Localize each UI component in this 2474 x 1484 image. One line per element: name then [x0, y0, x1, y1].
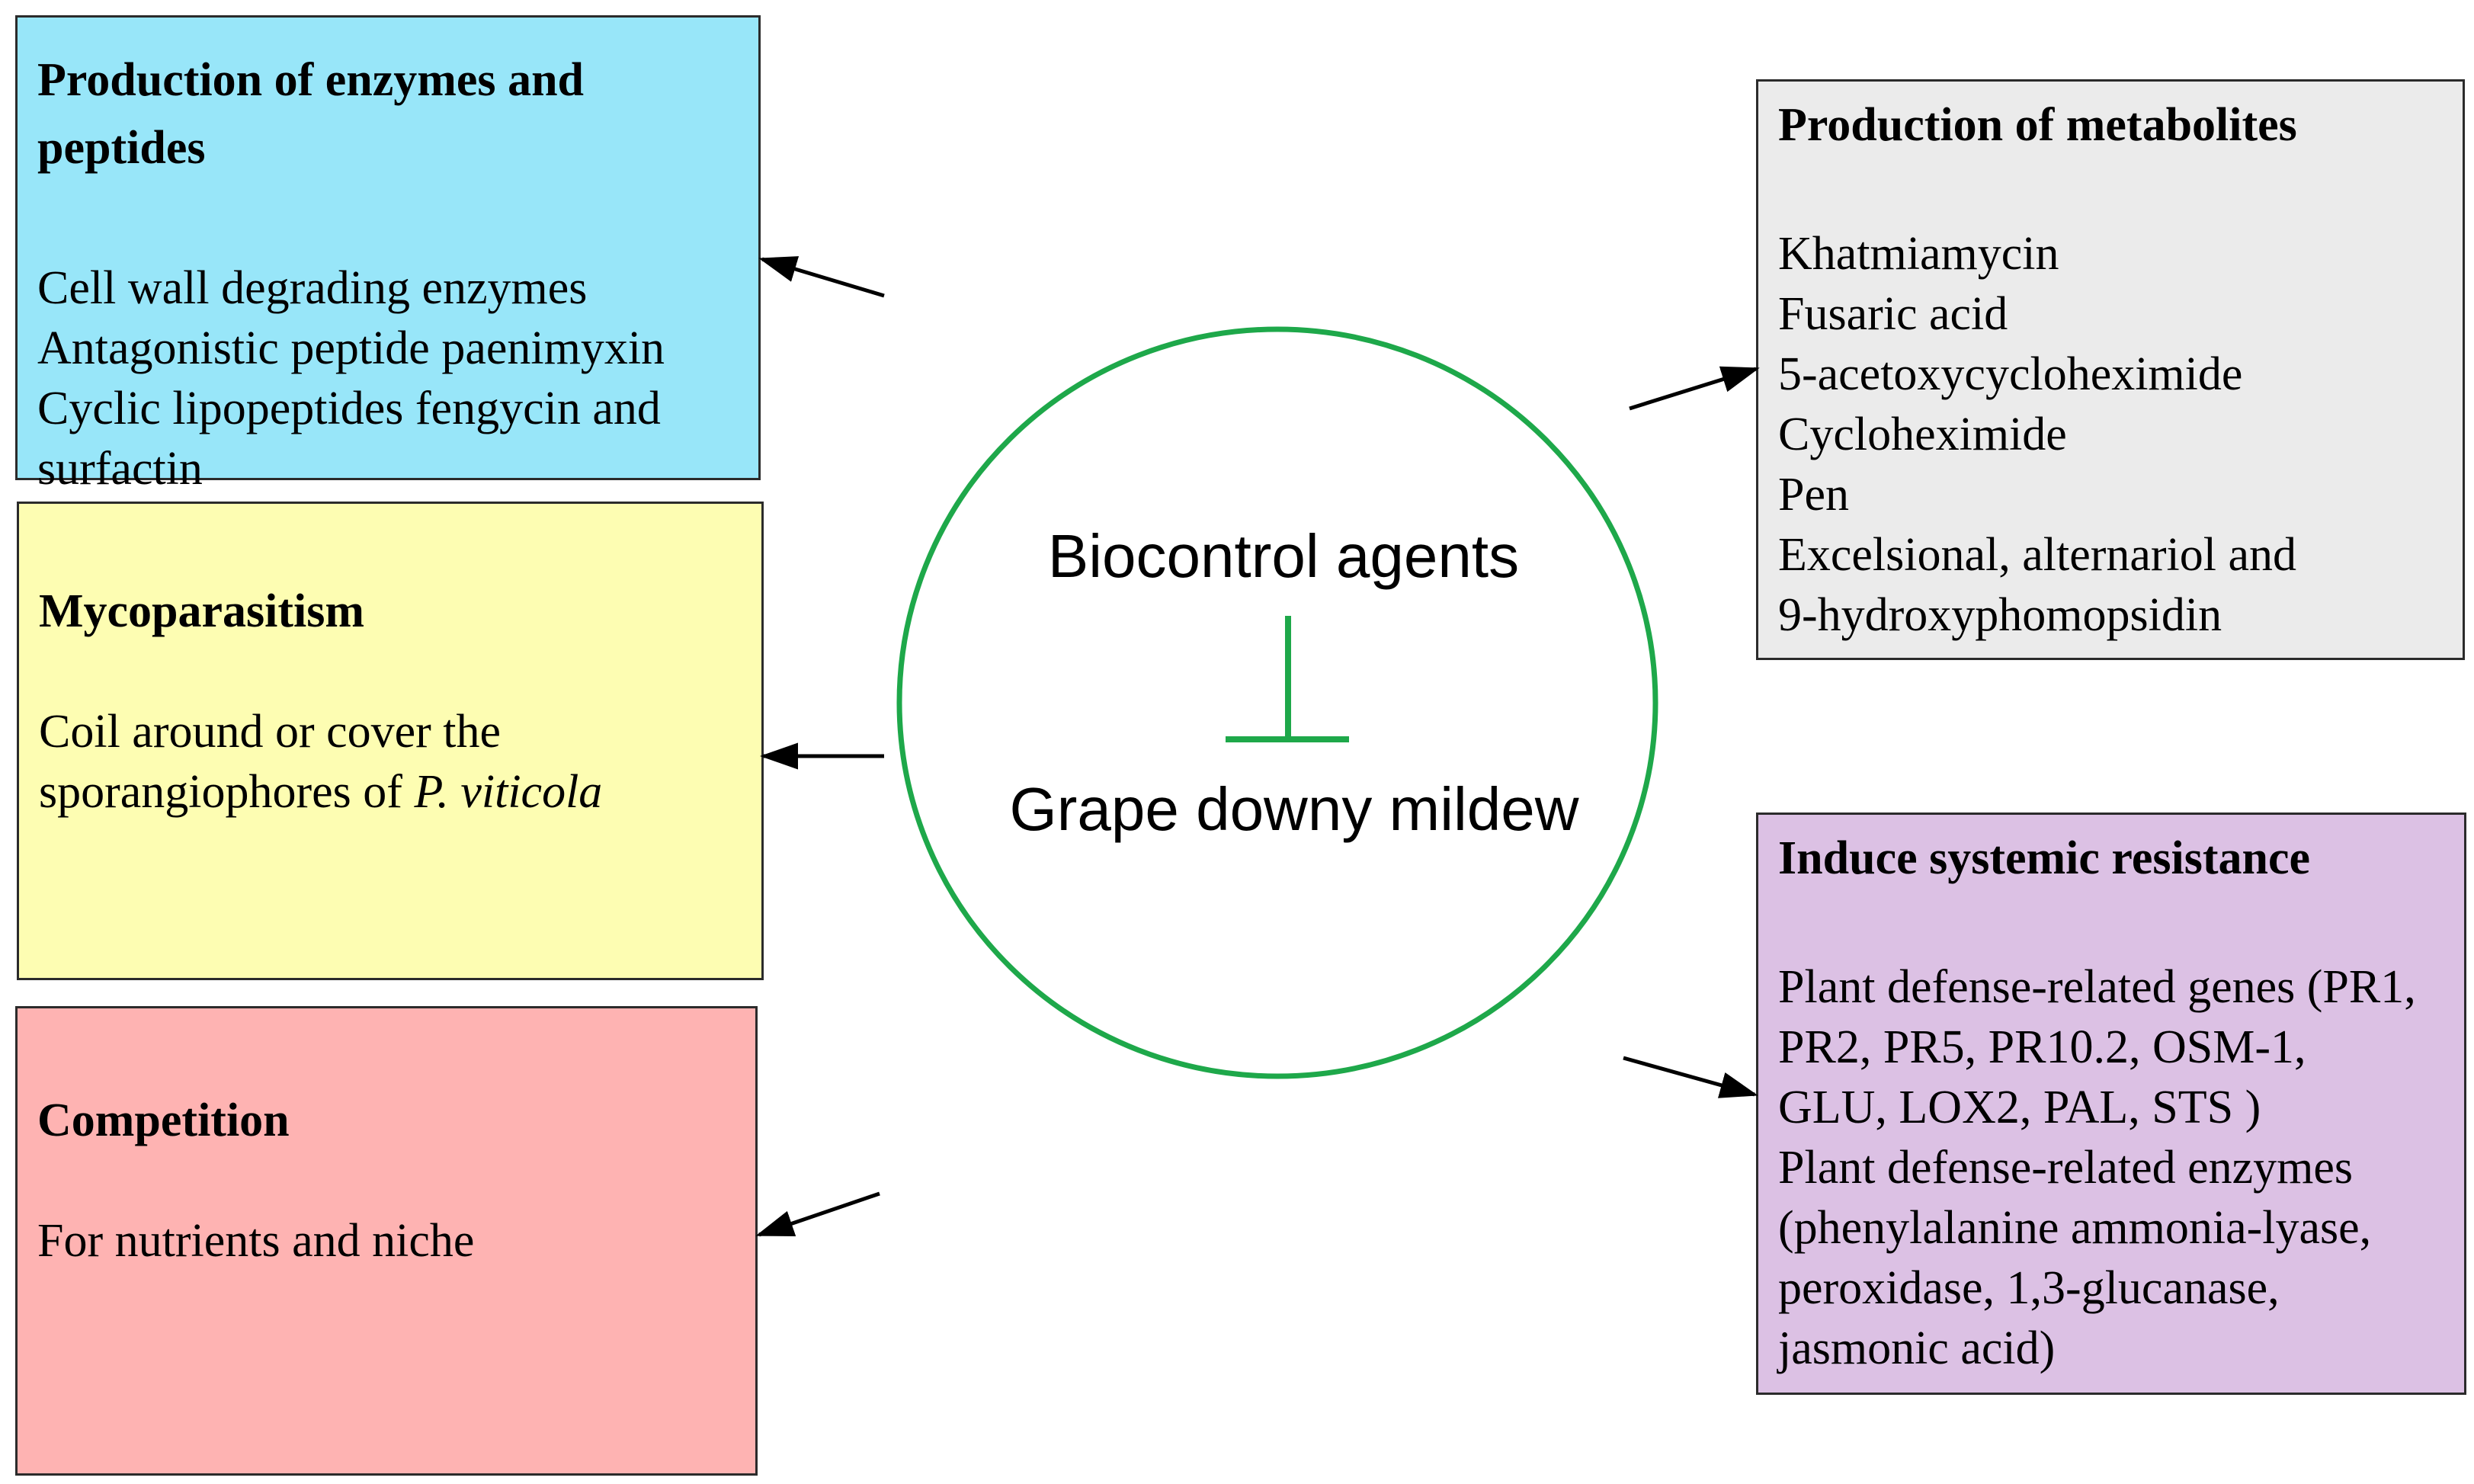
enzymes-item: Cyclic lipopeptides fengycin and	[37, 383, 661, 434]
competition-box: Competition For nutrients and niche	[15, 1006, 758, 1476]
resistance-item: jasmonic acid)	[1778, 1322, 2056, 1374]
mycoparasitism-line-1: Coil around or cover the	[39, 706, 502, 758]
metabolite-item: 9-hydroxyphomopsidin	[1778, 589, 2222, 641]
arrow-to-enzymes	[758, 256, 885, 298]
biocontrol-agents-label: Biocontrol agents	[1047, 522, 1520, 590]
mycoparasitism-line-2: sporangiophores of P. viticola	[39, 762, 742, 822]
enzymes-heading-line-2: peptides	[37, 122, 206, 174]
metabolite-item: Pen	[1778, 469, 1849, 521]
resistance-item: Plant defense-related enzymes	[1778, 1142, 2353, 1194]
pathogen-name: P. viticola	[414, 766, 603, 818]
arrow-to-competition	[755, 1191, 880, 1237]
enzymes-item: Cell wall degrading enzymes	[37, 262, 588, 314]
enzymes-peptides-box: Production of enzymes and peptides Cell …	[15, 15, 761, 495]
enzymes-item: Antagonistic peptide paenimyxin	[37, 322, 665, 374]
grape-downy-mildew-label: Grape downy mildew	[1009, 775, 1579, 843]
systemic-resistance-heading: Induce systemic resistance	[1778, 832, 2310, 884]
metabolite-item: Khatmiamycin	[1778, 228, 2059, 280]
metabolite-item: Fusaric acid	[1778, 288, 2008, 340]
mycoparasitism-line-2-text: sporangiophores of	[39, 766, 415, 818]
enzymes-item: surfactin	[37, 443, 203, 495]
resistance-item: Plant defense-related genes (PR1,	[1778, 961, 2416, 1013]
resistance-item: GLU, LOX2, PAL, STS )	[1778, 1082, 2261, 1133]
resistance-item: (phenylalanine ammonia-lyase,	[1778, 1202, 2372, 1254]
center-circle	[896, 326, 1658, 1079]
metabolite-item: Cycloheximide	[1778, 409, 2067, 460]
mycoparasitism-heading: Mycoparasitism	[39, 585, 365, 637]
competition-heading: Competition	[37, 1095, 290, 1146]
metabolites-heading: Production of metabolites	[1778, 99, 2297, 151]
enzymes-heading-line-1: Production of enzymes and	[37, 54, 585, 106]
competition-text: For nutrients and niche	[37, 1215, 475, 1267]
metabolite-item: Excelsional, alternariol and	[1778, 529, 2297, 581]
inhibition-t-bar-icon	[1226, 616, 1349, 742]
resistance-item: PR2, PR5, PR10.2, OSM-1,	[1778, 1021, 2306, 1073]
arrow-to-systemic-resistance	[1623, 1056, 1758, 1098]
systemic-resistance-box: Induce systemic resistance Plant defense…	[1756, 813, 2466, 1395]
metabolite-item: 5-acetoxycycloheximide	[1778, 348, 2243, 400]
mycoparasitism-box: Mycoparasitism Coil around or cover the …	[17, 502, 764, 980]
metabolites-box: Production of metabolites Khatmiamycin F…	[1756, 79, 2465, 660]
resistance-item: peroxidase, 1,3-glucanase,	[1778, 1262, 2280, 1314]
arrow-to-metabolites	[1629, 366, 1760, 411]
enzymes-peptides-heading: Production of enzymes and peptides	[37, 46, 739, 182]
